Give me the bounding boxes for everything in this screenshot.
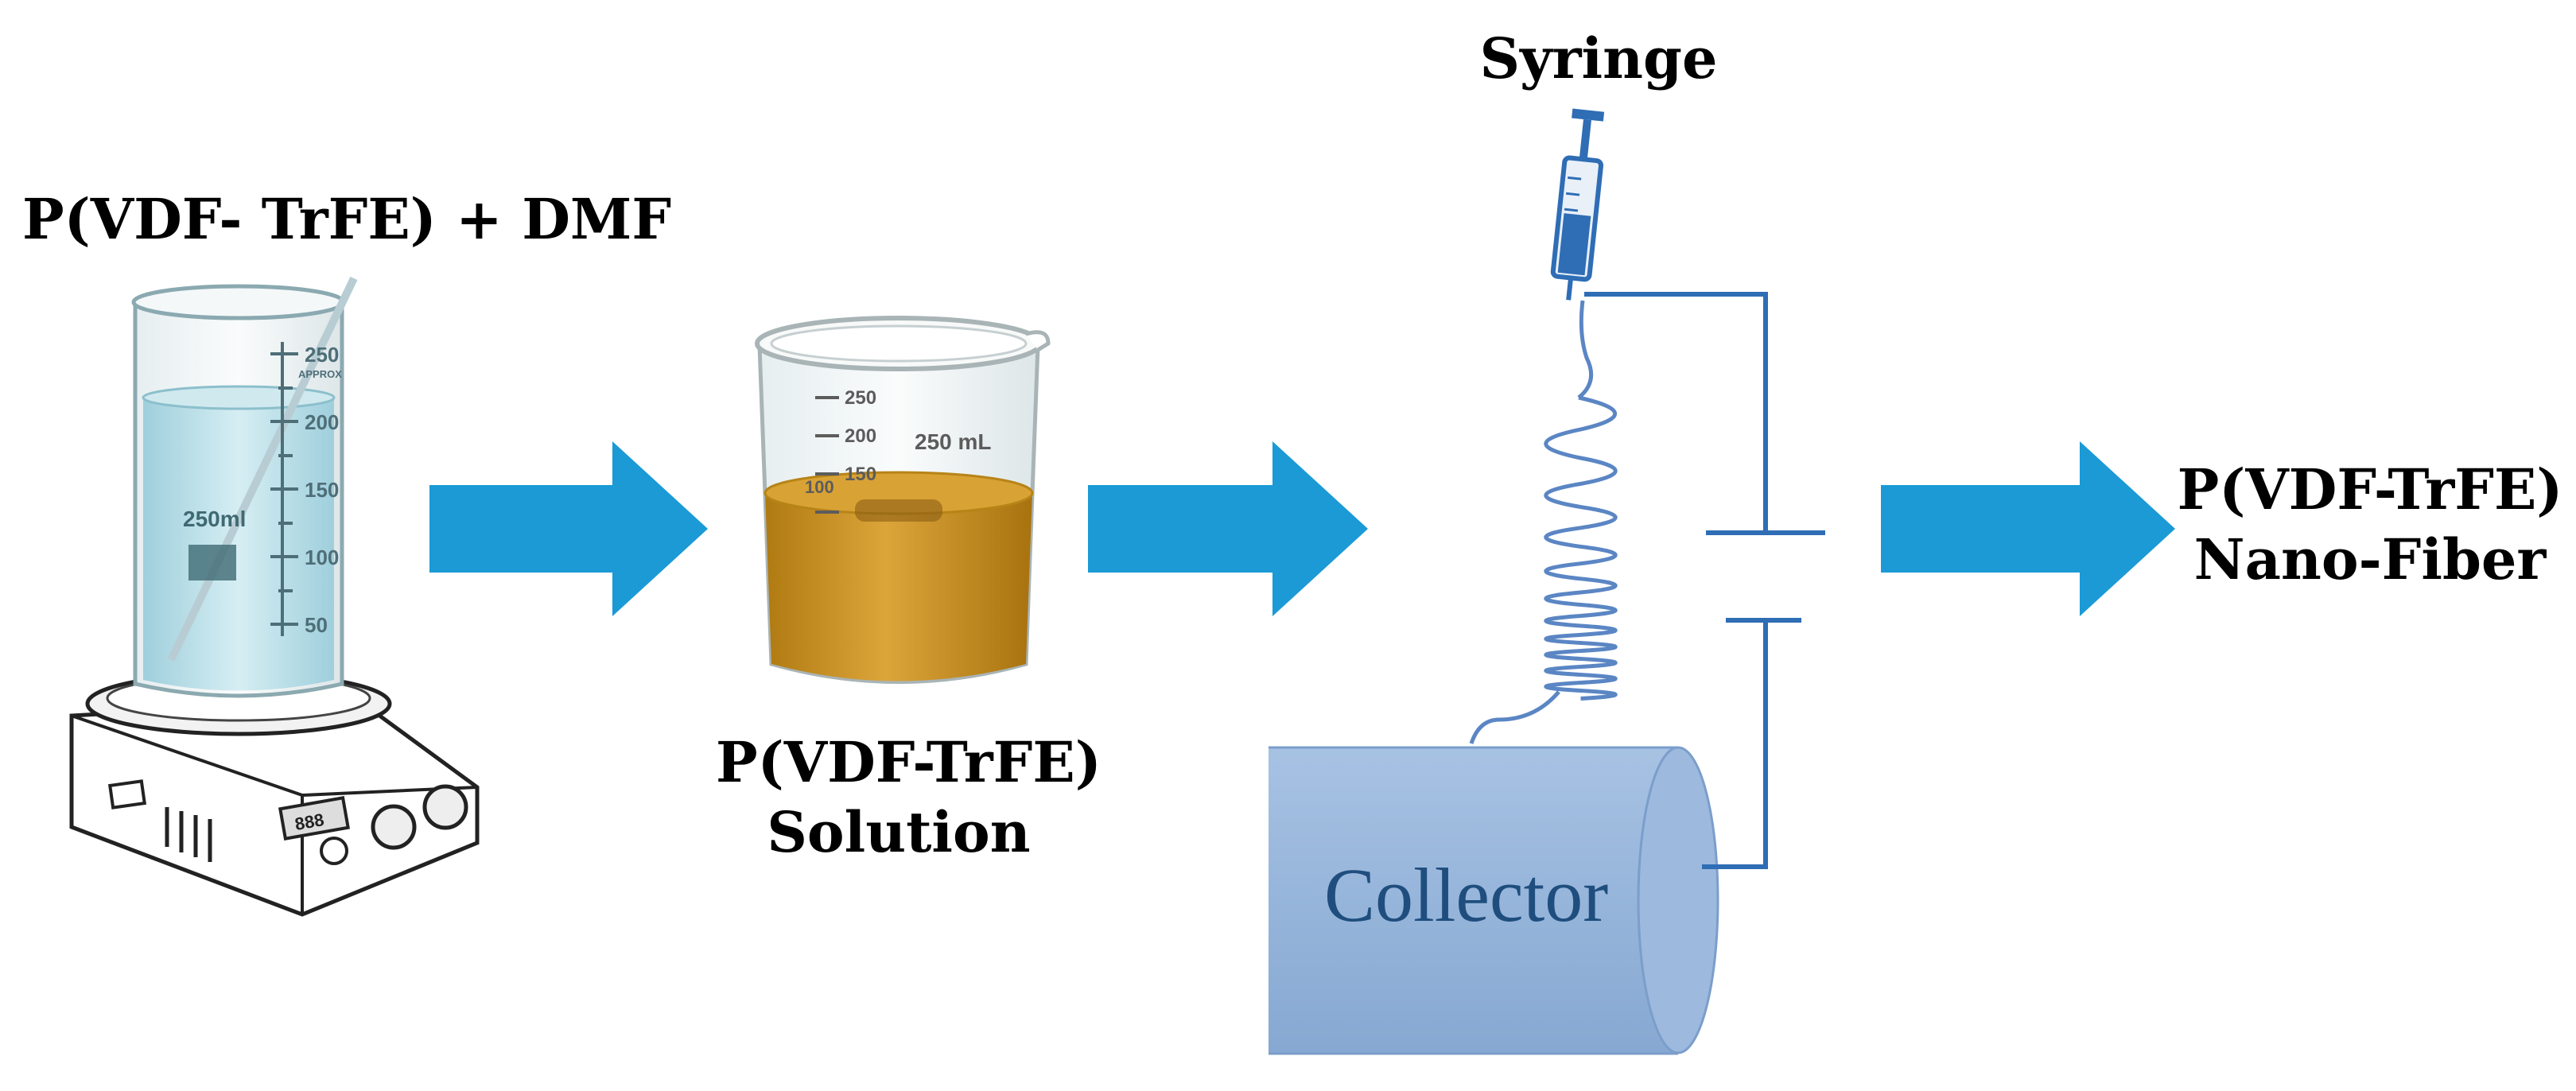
process-arrow-2 <box>1088 441 1368 616</box>
beaker1-tick-250: 250 <box>305 343 339 367</box>
syringe-icon <box>1550 108 1605 301</box>
solution-beaker-icon: 250 200 150 100 250 mL <box>755 316 1051 684</box>
power-supply-icon <box>1584 292 1825 869</box>
beaker2-tick-150: 150 <box>845 464 876 485</box>
beaker1-tick-200: 200 <box>305 410 339 434</box>
beaker2-tick-250: 250 <box>845 387 876 409</box>
output-label: P(VDF-TrFE) Nano-Fiber <box>2175 455 2565 594</box>
collector-drum-icon <box>1269 746 1719 1055</box>
beaker2-tick-100: 100 <box>805 477 834 497</box>
beaker1-tick-100: 100 <box>305 546 339 569</box>
solution-label: P(VDF-TrFE) Solution <box>716 728 1102 867</box>
process-arrow-3 <box>1881 441 2175 616</box>
syringe-label: Syringe <box>1479 25 1718 91</box>
solution-label-line2: Solution <box>767 798 1031 865</box>
beaker1-approx: APPROX <box>298 368 342 380</box>
magnetic-stirrer-icon: 888 <box>69 671 480 917</box>
output-label-line2: Nano-Fiber <box>2193 526 2547 592</box>
input-label: P(VDF- TrFE) + DMF <box>22 186 672 252</box>
beaker1-capacity: 250ml <box>183 507 246 531</box>
fiber-jet <box>1469 300 1618 744</box>
beaker1-tick-150: 150 <box>305 478 339 502</box>
collector-label: Collector <box>1324 852 1609 938</box>
beaker1-tick-50: 50 <box>305 613 328 637</box>
beaker2-tick-200: 200 <box>845 425 876 447</box>
beaker-icon: 250 200 150 100 50 APPROX 250ml <box>131 276 358 698</box>
output-label-line1: P(VDF-TrFE) <box>2177 456 2563 522</box>
solution-label-line1: P(VDF-TrFE) <box>716 729 1102 795</box>
beaker2-capacity: 250 mL <box>915 429 992 454</box>
process-arrow-1 <box>429 441 708 616</box>
